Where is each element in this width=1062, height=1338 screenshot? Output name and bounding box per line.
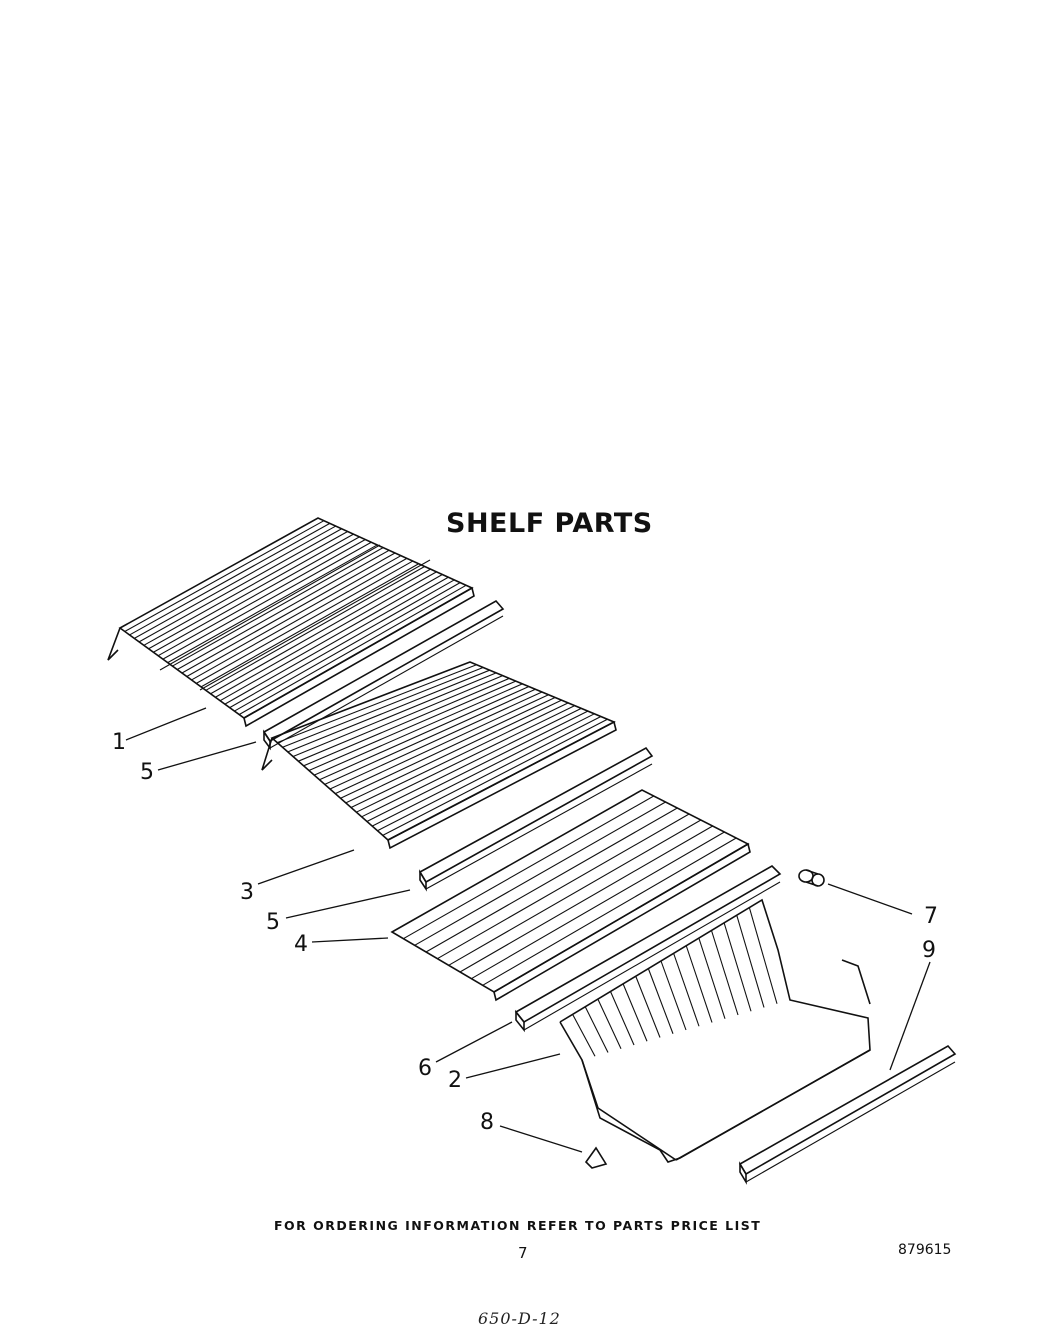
diagram-title: SHELF PARTS xyxy=(446,508,653,539)
wire-shelf-part-3 xyxy=(261,661,617,850)
leader-line-6 xyxy=(435,1021,513,1063)
callout-3: 3 xyxy=(240,880,254,905)
leader-line-9 xyxy=(889,961,931,1071)
callout-6: 6 xyxy=(418,1056,432,1081)
document-number: 879615 xyxy=(898,1242,952,1258)
callout-8: 8 xyxy=(480,1110,494,1135)
leader-line-8 xyxy=(499,1125,583,1153)
leader-line-2 xyxy=(465,1053,561,1079)
callout-2: 2 xyxy=(448,1068,462,1093)
leader-line-1 xyxy=(125,707,207,741)
callout-4: 4 xyxy=(294,932,308,957)
page-number: 7 xyxy=(518,1244,528,1262)
callout-1: 1 xyxy=(112,730,126,755)
handwritten-code: 650-D-12 xyxy=(478,1309,561,1328)
trim-strip-part-6 xyxy=(514,865,782,1033)
leader-line-4 xyxy=(311,937,389,943)
clip-part-8 xyxy=(584,1146,608,1169)
shelf-trim-part-5-lower xyxy=(418,746,654,892)
wire-shelf-part-1 xyxy=(107,517,475,728)
wire-shelf-part-4 xyxy=(390,789,751,1002)
ordering-information-note: FOR ORDERING INFORMATION REFER TO PARTS … xyxy=(274,1218,762,1233)
shelf-trim-part-5-upper xyxy=(262,599,505,751)
callout-5-upper: 5 xyxy=(140,760,154,785)
leader-line-5-lower xyxy=(285,889,411,919)
end-cap-part-7 xyxy=(798,869,825,887)
callout-5-lower: 5 xyxy=(266,910,280,935)
callout-9: 9 xyxy=(922,938,936,963)
leader-line-7 xyxy=(827,883,913,915)
wire-basket-part-2 xyxy=(559,898,871,1163)
leader-line-5-upper xyxy=(157,741,257,771)
callout-7: 7 xyxy=(924,904,938,929)
trim-strip-part-9 xyxy=(738,1044,957,1185)
leader-line-3 xyxy=(257,849,355,885)
leader-lines xyxy=(125,707,931,1153)
